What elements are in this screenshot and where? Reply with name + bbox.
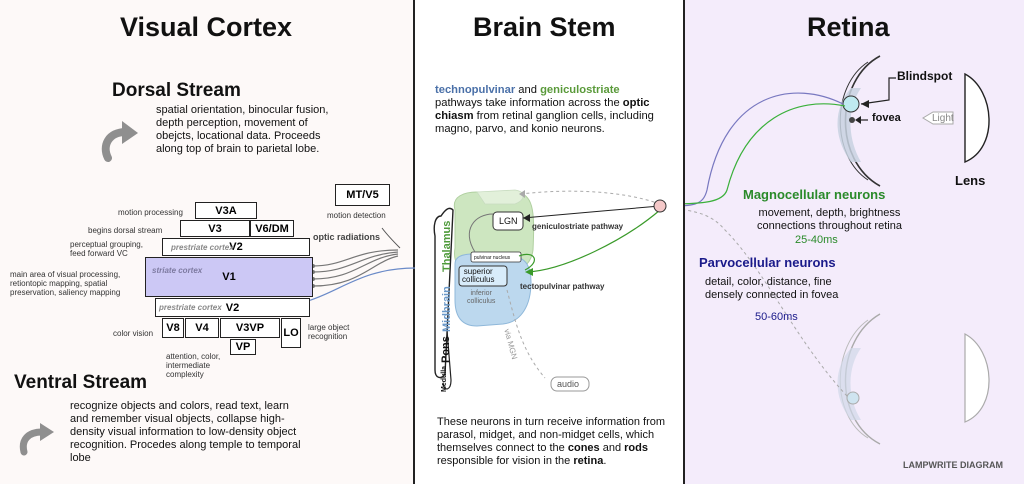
label-optic-radiations: optic radiations	[313, 232, 381, 242]
magnocellular-description: movement, depth, brightness connections …	[757, 207, 902, 232]
intro-rest1: pathways take information across the	[435, 97, 623, 109]
midbrain-label: Midbrain	[441, 286, 453, 332]
lens-label: Lens	[955, 173, 986, 188]
intro-and: and	[515, 84, 541, 96]
label-motion-processing: motion processing	[118, 208, 183, 217]
outro-p4: .	[603, 455, 607, 467]
area-v3vp: V3VP	[220, 318, 280, 338]
inferior-colliculus-label: inferior colliculus	[467, 290, 496, 305]
lgn-label: LGN	[499, 216, 518, 226]
prestriate-label-top: prestriate cortex	[171, 243, 234, 252]
area-v2-top: prestriate cortex V2	[162, 238, 310, 256]
parvocellular-description: detail, color, distance, fine densely co…	[705, 276, 839, 301]
area-v1: striate cortex V1	[145, 257, 313, 297]
ventral-stream-description: recognize objects and colors, read text,…	[70, 400, 301, 464]
magnocellular-title: Magnocellular neurons	[743, 187, 886, 202]
geniculostriate-term: geniculostriate	[540, 84, 620, 96]
optic-chiasm-node-icon	[653, 199, 667, 213]
brain-stem-title: Brain Stem	[473, 12, 616, 42]
pons-label: Pons	[440, 336, 452, 363]
retina-title: Retina	[807, 12, 890, 42]
label-motion-detection: motion detection	[327, 211, 386, 220]
area-mt-v5: MT/V5	[335, 184, 390, 206]
retina-drawing	[685, 55, 990, 445]
technopulvinar-term: technopulvinar	[435, 84, 516, 96]
medulla-label: Medulla	[441, 365, 448, 392]
area-vp: VP	[230, 339, 256, 355]
audio-label: audio	[557, 379, 580, 389]
brain-stem-panel: Brain Stem technopulvinar and geniculost…	[415, 0, 685, 484]
geniculostriate-pathway-label: geniculostriate pathway	[532, 222, 624, 231]
brain-stem-intro: technopulvinar and geniculostriate pathw…	[435, 84, 665, 136]
curved-arrow-right-icon	[19, 423, 54, 456]
area-v6dm: V6/DM	[250, 220, 294, 237]
area-v3: V3	[180, 220, 250, 237]
area-v2-bottom: prestriate cortex V2	[155, 298, 310, 317]
tectopulvinar-pathway-label: tectopulvinar pathway	[520, 282, 605, 291]
visual-cortex-title: Visual Cortex	[120, 12, 293, 42]
optic-chiasm-term: optic chiasm	[435, 97, 650, 122]
outro-p2: and	[599, 442, 625, 454]
diagram-credit: LAMPWRITE DIAGRAM	[903, 460, 1003, 470]
area-v2-bottom-label: V2	[225, 301, 240, 314]
area-lo: LO	[281, 318, 301, 348]
retina-term: retina	[573, 455, 604, 467]
superior-colliculus-label: superior colliculus	[462, 267, 495, 284]
retina-panel: Retina	[685, 0, 1024, 484]
label-attention: attention, color, intermediate complexit…	[166, 352, 221, 379]
blindspot-label: Blindspot	[897, 69, 953, 83]
label-perceptual-grouping: perceptual grouping, feed forward VC	[70, 240, 143, 258]
brain-stem-outro: These neurons in turn receive informatio…	[437, 416, 672, 468]
parvocellular-title: Parvocellular neurons	[699, 255, 836, 270]
label-color-vision: color vision	[113, 329, 154, 338]
thalamus-label: Thalamus	[441, 220, 453, 272]
rods-term: rods	[624, 442, 648, 454]
area-v2-top-label: V2	[229, 241, 243, 253]
visual-cortex-panel: Visual Cortex Dorsal Stream spatial orie…	[0, 0, 415, 484]
brain-stem-drawing	[433, 189, 667, 392]
striate-label: striate cortex	[152, 266, 203, 275]
parvocellular-timing: 50-60ms	[755, 311, 798, 323]
dorsal-stream-description: spatial orientation, binocular fusion, d…	[156, 104, 329, 155]
light-label: Light	[932, 113, 954, 124]
area-v4: V4	[185, 318, 219, 338]
curved-arrow-up-icon	[101, 121, 138, 162]
label-main-area: main area of visual processing, retionto…	[10, 270, 121, 297]
label-begins-dorsal: begins dorsal stream	[88, 226, 163, 235]
area-v8: V8	[162, 318, 184, 338]
intro-rest2: from retinal ganglion cells, including m…	[435, 110, 654, 135]
outro-p3: responsible for vision in the	[437, 455, 574, 467]
ventral-stream-title: Ventral Stream	[14, 372, 148, 393]
area-v1-label: V1	[222, 271, 236, 283]
dorsal-stream-title: Dorsal Stream	[112, 80, 241, 101]
area-v3a: V3A	[195, 202, 257, 219]
fovea-label: fovea	[872, 112, 901, 124]
outro-p1: These neurons in turn receive informatio…	[437, 416, 666, 454]
label-large-object: large object recognition	[308, 323, 350, 341]
cones-term: cones	[567, 442, 600, 454]
prestriate-label-bottom: prestriate cortex	[159, 303, 222, 312]
magnocellular-timing: 25-40ms	[795, 234, 838, 246]
pulvinar-nucleus-label: pulvinar nucleus	[474, 255, 511, 261]
